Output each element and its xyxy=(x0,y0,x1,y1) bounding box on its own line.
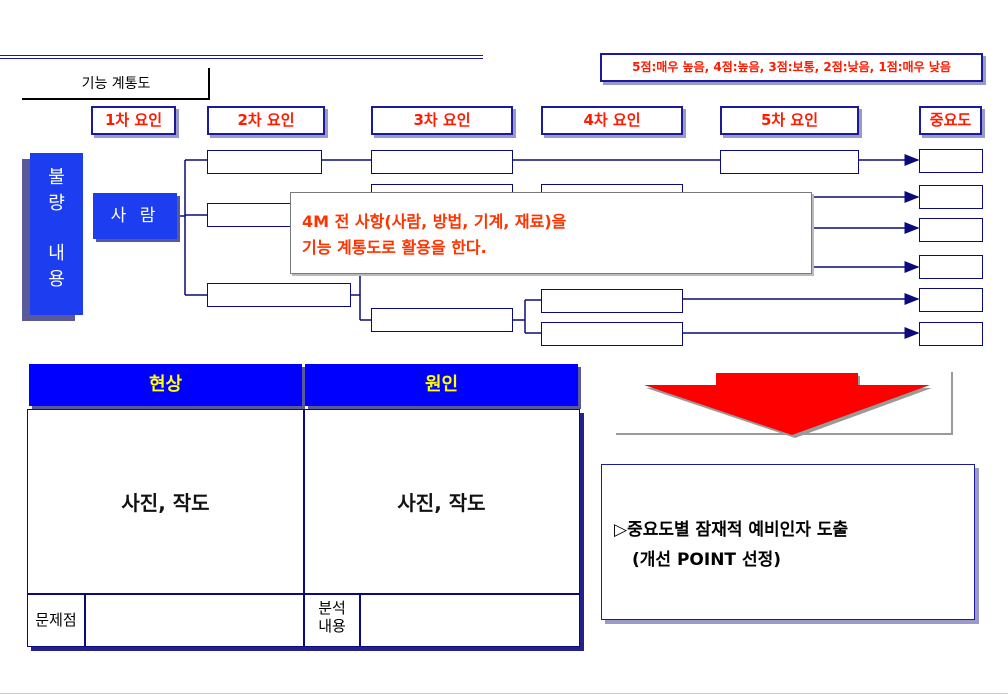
level4-box-3 xyxy=(541,322,683,346)
defect-content-label: 불 량 내 용 xyxy=(30,153,83,315)
level3-box-3 xyxy=(371,308,513,332)
importance-box-2 xyxy=(919,185,983,209)
factor-3: 3차 요인 xyxy=(371,106,513,135)
cause-header: 원인 xyxy=(305,364,578,406)
header-rule xyxy=(0,55,483,61)
note-callout: 4M 전 사항(사람, 방법, 기계, 재료)을 기능 계통도로 활용을 한다. xyxy=(290,192,812,274)
level3-box-1 xyxy=(371,150,513,174)
factor-1: 1차 요인 xyxy=(91,106,176,135)
importance-box-5 xyxy=(919,288,983,312)
note-line-2: 기능 계통도로 활용을 한다. xyxy=(302,238,487,257)
level2-box-3 xyxy=(207,283,351,307)
factor-importance: 중요도 xyxy=(919,106,982,135)
result-box: ▷중요도별 잠재적 예비인자 도출 (개선 POINT 선정) xyxy=(601,464,975,620)
side-char-4: 용 xyxy=(48,269,65,290)
label-divider-2 xyxy=(359,593,361,646)
table-row-divider xyxy=(28,593,579,595)
level4-box-2 xyxy=(541,289,683,313)
importance-box-1 xyxy=(919,149,983,173)
analysis-label-line-2: 내용 xyxy=(318,617,346,635)
importance-box-4 xyxy=(919,255,983,279)
label-divider-1 xyxy=(84,593,86,646)
level2-box-2 xyxy=(207,203,297,227)
page-title: 기능 계통도 xyxy=(81,76,151,92)
result-line-1-text: 중요도별 잠재적 예비인자 도출 xyxy=(627,520,849,540)
level5-box-1 xyxy=(720,150,859,174)
title-edge xyxy=(208,68,210,100)
score-legend: 5점:매우 높음, 4점:높음, 3점:보통, 2점:낮음, 1점:매우 낮음 xyxy=(600,53,983,82)
importance-box-3 xyxy=(919,218,983,242)
level2-box-1 xyxy=(207,150,322,174)
importance-box-6 xyxy=(919,322,983,346)
phenomenon-content: 사진, 작도 xyxy=(121,491,210,515)
side-char-2: 량 xyxy=(48,193,65,214)
note-line-1: 4M 전 사항(사람, 방법, 기계, 재료)을 xyxy=(302,212,567,231)
cause-content: 사진, 작도 xyxy=(397,491,486,515)
factor-2: 2차 요인 xyxy=(207,106,325,135)
problem-label: 문제점 xyxy=(35,611,77,629)
phenomenon-header: 현상 xyxy=(29,364,302,406)
result-line-2: (개선 POINT 선정) xyxy=(632,550,781,570)
title-underline xyxy=(22,98,210,100)
side-char-3: 내 xyxy=(48,243,65,264)
analysis-table: 사진, 작도 사진, 작도 문제점 분석 내용 xyxy=(27,409,580,647)
footer-rule xyxy=(0,693,1008,694)
side-char-1: 불 xyxy=(48,167,65,188)
factor-5: 5차 요인 xyxy=(720,106,859,135)
factor-4: 4차 요인 xyxy=(541,106,683,135)
analysis-label: 분석 내용 xyxy=(304,599,360,635)
result-line-1: ▷중요도별 잠재적 예비인자 도출 xyxy=(614,515,974,545)
person-factor: 사 람 xyxy=(93,193,177,239)
analysis-label-line-1: 분석 xyxy=(318,599,346,617)
down-arrow xyxy=(616,372,953,438)
triangle-marker-icon: ▷ xyxy=(614,520,628,540)
table-col-divider xyxy=(303,410,305,646)
